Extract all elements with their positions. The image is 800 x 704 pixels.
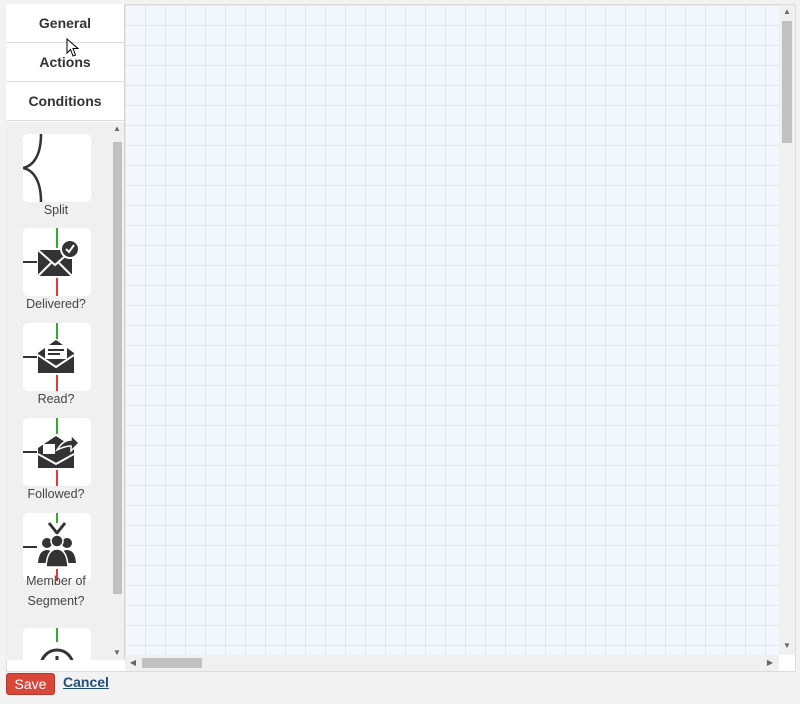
save-button[interactable]: Save — [6, 673, 55, 695]
palette-item-label: Followed? — [27, 487, 85, 501]
canvas-scroll-down-arrow-icon[interactable]: ▼ — [783, 641, 791, 650]
delivered-tile[interactable] — [23, 228, 91, 296]
canvas-horizontal-scrollbar[interactable]: ◀ ▶ — [125, 655, 779, 671]
envelope-open-icon — [23, 323, 75, 391]
canvas-horizontal-scrollbar-thumb[interactable] — [142, 658, 202, 668]
canvas-scroll-right-arrow-icon[interactable]: ▶ — [766, 658, 774, 667]
canvas-vertical-scrollbar-thumb[interactable] — [782, 21, 792, 143]
followed-tile[interactable] — [23, 418, 91, 486]
palette-scrollbar-thumb[interactable] — [113, 142, 122, 594]
palette-item-label: Split — [43, 203, 69, 217]
scroll-down-arrow-icon[interactable]: ▼ — [113, 648, 121, 657]
tab-conditions[interactable]: Conditions — [6, 82, 124, 121]
scrollbar-corner — [779, 655, 795, 671]
tab-general[interactable]: General — [6, 4, 124, 43]
group-people-icon — [23, 513, 76, 581]
clock-icon — [40, 628, 74, 660]
envelope-forward-icon — [23, 418, 81, 486]
workflow-canvas-grid[interactable] — [125, 5, 779, 655]
palette-item-label: Delivered? — [26, 297, 86, 311]
canvas-scroll-left-arrow-icon[interactable]: ◀ — [129, 658, 137, 667]
palette-item-label: Member of Segment? — [26, 574, 86, 608]
cancel-link[interactable]: Cancel — [63, 674, 109, 690]
split-tile[interactable] — [22, 133, 91, 203]
scroll-up-arrow-icon[interactable]: ▲ — [113, 124, 121, 133]
wait-tile[interactable] — [23, 628, 91, 660]
canvas-scroll-up-arrow-icon[interactable]: ▲ — [783, 7, 791, 16]
canvas-vertical-scrollbar[interactable]: ▲ ▼ — [779, 5, 795, 655]
conditions-palette: Split Delivered? — [6, 122, 124, 660]
split-icon — [22, 133, 43, 203]
envelope-check-icon — [23, 228, 80, 296]
read-tile[interactable] — [23, 323, 91, 391]
mouse-pointer-icon — [66, 38, 80, 57]
member-of-segment-tile[interactable] — [23, 513, 91, 581]
palette-item-label: Read? — [37, 392, 75, 406]
palette-scrollbar[interactable]: ▲ ▼ — [110, 122, 124, 660]
node-palette-sidebar: General Actions Conditions Split — [6, 4, 125, 660]
tab-actions[interactable]: Actions — [6, 43, 124, 82]
